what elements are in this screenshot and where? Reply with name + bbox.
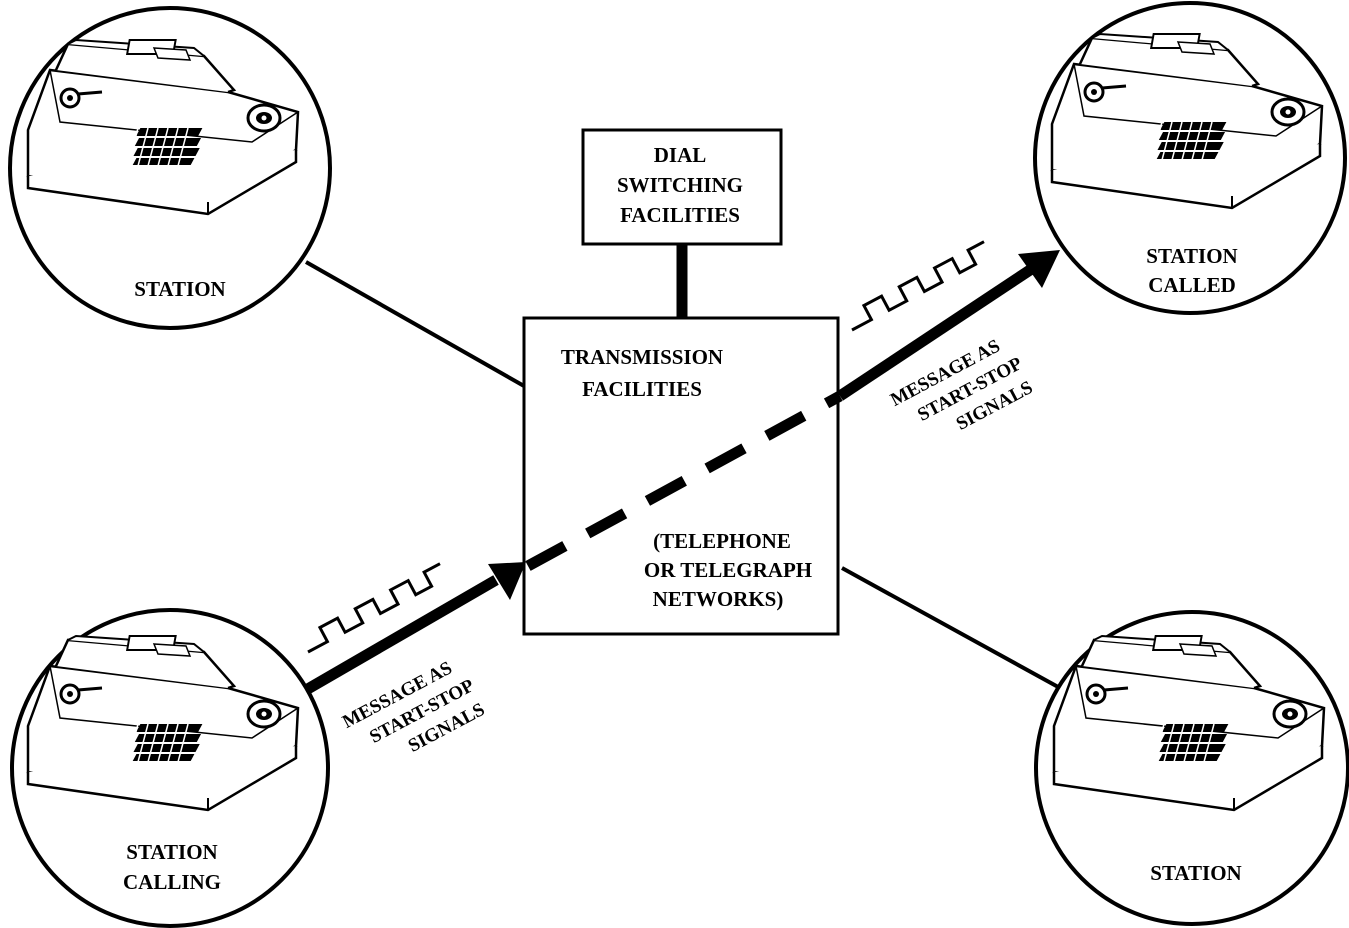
network-line1: (TELEPHONE [653, 529, 791, 553]
network-line2: OR TELEGRAPH [644, 558, 812, 582]
arrow-head-icon [488, 562, 526, 600]
arrow-head-icon [1018, 250, 1060, 288]
square-wave-icon [842, 240, 994, 332]
station-top-left: STATION [8, 6, 332, 330]
transmission-title-line2: FACILITIES [582, 377, 702, 401]
station-top-right: STATION CALLED [1033, 1, 1347, 315]
transmission-title-line1: TRANSMISSION [561, 345, 723, 369]
station-called-label-line2: CALLED [1148, 273, 1236, 297]
station-calling-label-line2: CALLING [123, 870, 221, 894]
message-label-in: MESSAGE AS START-STOP SIGNALS [339, 657, 488, 756]
network-line3: NETWORKS) [653, 587, 784, 611]
message-out-line [836, 265, 1034, 401]
message-in-line [303, 575, 499, 695]
station-bottom-right: STATION [1034, 610, 1349, 926]
station-label: STATION [134, 277, 225, 301]
station-called-label-line1: STATION [1146, 244, 1237, 268]
station-label: STATION [1150, 861, 1241, 885]
dial-label-line3: FACILITIES [620, 203, 740, 227]
dial-switching-box: DIAL SWITCHING FACILITIES [581, 128, 783, 246]
station-calling-label-line1: STATION [126, 840, 217, 864]
square-wave-icon [298, 562, 450, 654]
message-path [303, 250, 1060, 695]
link-bottom-right [841, 566, 1061, 690]
dial-label-line1: DIAL [654, 143, 707, 167]
dial-label-line2: SWITCHING [617, 173, 743, 197]
message-dashed-line [525, 391, 843, 571]
transmission-facilities-box: TRANSMISSION FACILITIES (TELEPHONE OR TE… [522, 316, 840, 636]
link-top-left [305, 260, 525, 388]
station-bottom-left: STATION CALLING [10, 608, 330, 928]
